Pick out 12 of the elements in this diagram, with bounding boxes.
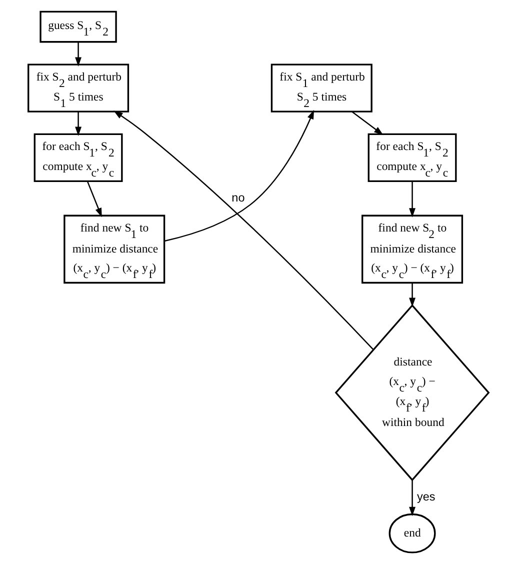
arrow (86, 180, 102, 218)
arrow (352, 111, 384, 136)
arrow (75, 112, 82, 136)
arrow (114, 110, 374, 350)
arrow (409, 181, 416, 218)
arrow (409, 480, 416, 516)
edge-label: no (232, 192, 245, 204)
arrow (164, 110, 314, 242)
arrow (409, 282, 416, 308)
edge-label: yes (417, 490, 436, 504)
arrow (75, 42, 82, 66)
node-ellipse: end (388, 513, 436, 554)
